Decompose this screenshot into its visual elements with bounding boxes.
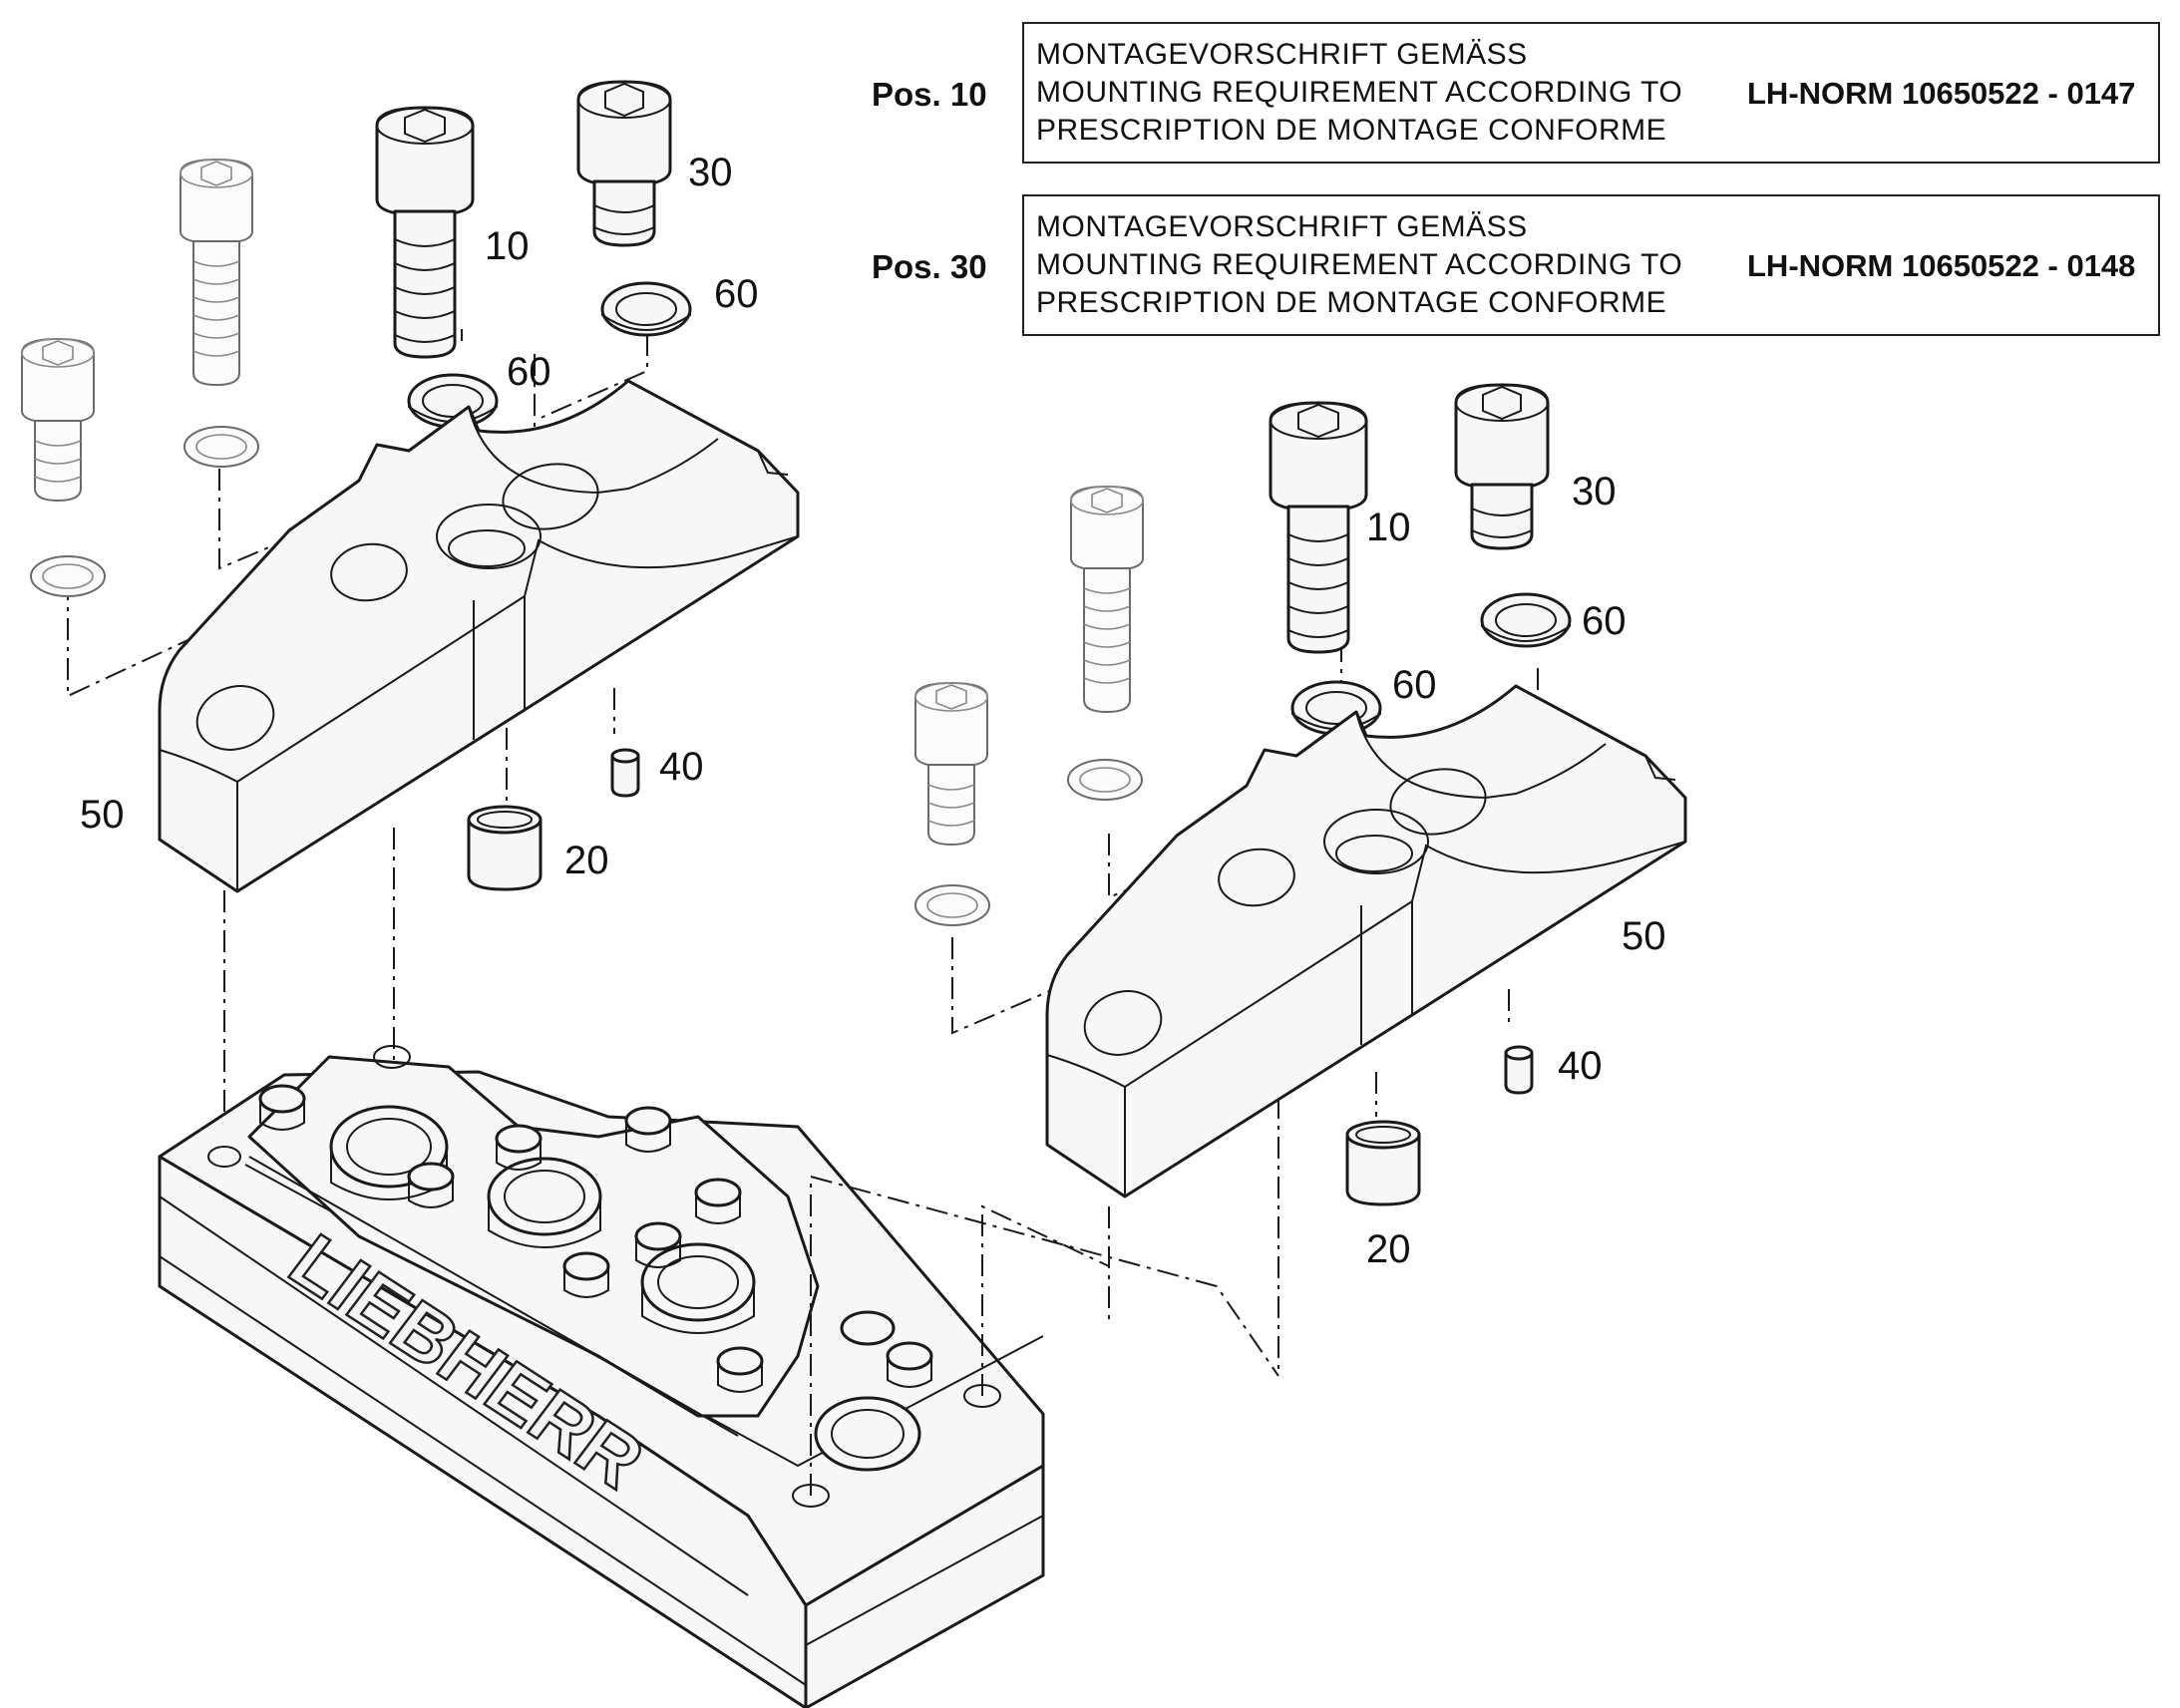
left-callout-30: 30 — [688, 151, 733, 194]
left-screw-long-light — [180, 159, 253, 386]
right-washer-60-b — [1480, 592, 1572, 648]
right-callout-10: 10 — [1366, 506, 1411, 549]
note-1-norm: LH-NORM 10650522 - 0147 — [1747, 76, 2136, 111]
right-screw-long-light — [1070, 486, 1144, 713]
note-1-line-en: MOUNTING REQUIREMENT ACCORDING TO — [1036, 76, 1683, 109]
left-screw-small-light — [21, 338, 95, 502]
left-screw-30 — [576, 80, 672, 247]
left-screw-10 — [375, 106, 475, 359]
left-pin-40 — [610, 748, 640, 798]
note-2-line-fr: PRESCRIPTION DE MONTAGE CONFORME — [1036, 286, 1667, 319]
right-callout-30: 30 — [1572, 470, 1617, 513]
note-box-2: MONTAGEVORSCHRIFT GEMÄSS MOUNTING REQUIR… — [1022, 194, 2160, 336]
left-callout-40: 40 — [659, 745, 704, 789]
right-callout-60-b: 60 — [1582, 599, 1627, 643]
right-screw-10 — [1269, 401, 1368, 654]
right-callout-50: 50 — [1622, 914, 1666, 958]
left-washer-long-light — [183, 426, 259, 468]
left-callout-60-b: 60 — [714, 272, 759, 316]
left-callout-50: 50 — [80, 793, 125, 837]
left-callout-60-a: 60 — [507, 350, 551, 394]
right-washer-small-light — [914, 884, 990, 926]
note-2-line-en: MOUNTING REQUIREMENT ACCORDING TO — [1036, 248, 1683, 281]
left-callout-10: 10 — [485, 224, 530, 268]
right-callout-60-a: 60 — [1392, 663, 1437, 707]
left-callout-20: 20 — [564, 839, 609, 882]
right-bracket-50 — [1045, 684, 1687, 1198]
note-1-line-de: MONTAGEVORSCHRIFT GEMÄSS — [1036, 38, 1528, 71]
right-pin-40 — [1504, 1045, 1534, 1095]
right-bushing-20 — [1345, 1120, 1421, 1206]
right-screw-small-light — [914, 682, 988, 846]
right-callout-40: 40 — [1558, 1044, 1603, 1088]
left-washer-60-b — [600, 281, 692, 337]
right-screw-30 — [1454, 383, 1550, 550]
left-washer-small-light — [30, 555, 106, 597]
note-2-pos-label: Pos. 30 — [872, 248, 987, 285]
left-bushing-20 — [467, 805, 543, 891]
note-box-1: MONTAGEVORSCHRIFT GEMÄSS MOUNTING REQUIR… — [1022, 22, 2160, 164]
note-2-norm: LH-NORM 10650522 - 0148 — [1747, 248, 2136, 283]
note-1-pos-label: Pos. 10 — [872, 76, 987, 113]
note-2-line-de: MONTAGEVORSCHRIFT GEMÄSS — [1036, 210, 1528, 243]
note-1-line-fr: PRESCRIPTION DE MONTAGE CONFORME — [1036, 114, 1667, 147]
right-washer-long-light — [1067, 759, 1143, 801]
right-callout-20: 20 — [1366, 1227, 1411, 1271]
